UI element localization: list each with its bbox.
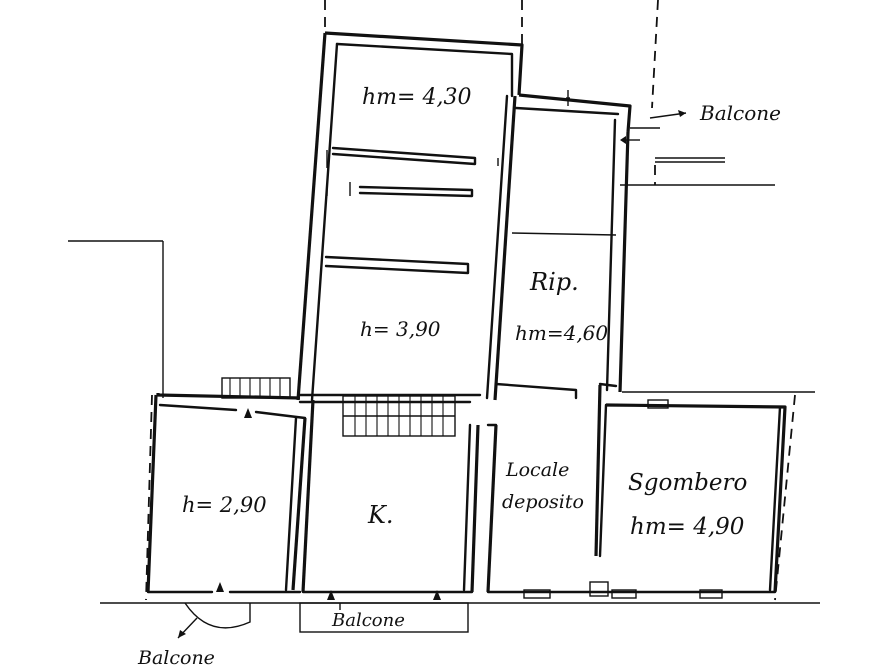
balconies [177,112,687,639]
rip-room-walls [494,90,660,400]
rip-room-label: hm=4,60 [515,321,608,345]
balcony-top-right-label: Balcone [699,101,781,125]
staircase [298,393,482,437]
deposito-name-line1: Locale [505,459,569,481]
kitchen-walls [301,399,480,594]
top-room-walls [296,31,524,402]
balcony-bottom-left-label: Balcone [137,647,215,669]
deposito-sgombero-walls [486,384,787,599]
sgombero-name: Sgombero [628,470,747,496]
left-room-walls [146,377,307,594]
sgombero-label: hm= 4,90 [630,514,744,540]
dashed-boundaries [145,0,796,601]
left-room-label: h= 2,90 [182,493,267,517]
top-room-label: hm= 4,30 [362,85,471,110]
deposito-name-line2: deposito [502,491,584,513]
rip-room-name: Rip. [529,268,579,296]
balcony-bottom-center-label: Balcone [331,610,405,631]
door-markers [178,110,686,638]
middle-room-label: h= 3,90 [360,317,441,341]
kitchen-label: K. [367,501,394,529]
